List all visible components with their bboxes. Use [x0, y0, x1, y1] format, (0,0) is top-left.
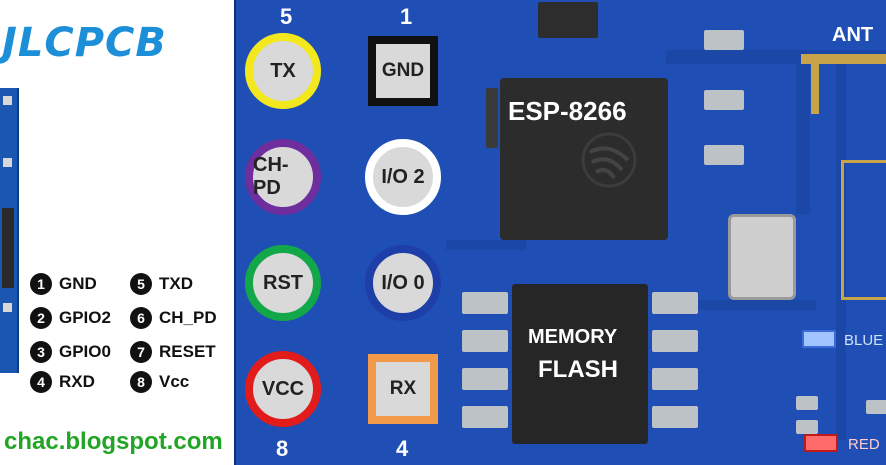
legend-item-6: 6 CH_PD	[130, 307, 217, 329]
pcb-trace	[796, 64, 810, 214]
pin-rx-label: RX	[389, 378, 417, 399]
crystal-oscillator	[728, 214, 796, 300]
flash-pin	[462, 292, 508, 314]
antenna-label: ANT	[832, 24, 874, 46]
legend-item-1: 1 GND	[30, 273, 97, 295]
smd-component	[538, 2, 598, 38]
flash-pin	[462, 330, 508, 352]
pcb-board: ANT ESP-8266 MEMORY FLASH	[234, 0, 886, 465]
legend-label: RXD	[59, 372, 95, 391]
legend-number: 8	[130, 371, 152, 393]
legend-item-8: 8 Vcc	[130, 371, 189, 393]
blog-url: chac.blogspot.com	[4, 428, 223, 455]
flash-memory-chip	[512, 284, 648, 444]
pin-tx: TX	[245, 33, 321, 109]
legend-label: GPIO0	[59, 342, 111, 361]
pin-rst-label: RST	[263, 271, 303, 294]
module-pin	[3, 158, 12, 167]
legend-label: GPIO2	[59, 308, 111, 327]
smd-pad	[866, 400, 886, 414]
legend-number: 2	[30, 307, 52, 329]
pin-tx-label: TX	[270, 59, 296, 82]
smd-pad	[704, 145, 744, 165]
module-pin	[3, 303, 12, 312]
flash-label-line2: FLASH	[538, 356, 618, 383]
pcb-trace	[656, 300, 816, 310]
flash-pin	[652, 368, 698, 390]
legend-item-5: 5 TXD	[130, 273, 193, 295]
antenna-trace	[841, 160, 886, 300]
module-side-chip	[2, 208, 14, 288]
legend-number: 1	[30, 273, 52, 295]
pin-number-vcc: 8	[276, 436, 289, 461]
legend-label: TXD	[159, 274, 193, 293]
flash-label-line1: MEMORY	[528, 326, 618, 348]
brand-logo: JLCPCB	[2, 20, 167, 66]
legend-item-3: 3 GPIO0	[30, 341, 111, 363]
pin-io0-label: I/O 0	[381, 271, 425, 294]
legend-label: GND	[59, 274, 97, 293]
pin-ch-pd: CH-PD	[245, 139, 321, 215]
antenna-trace	[801, 54, 886, 64]
legend-label: RESET	[159, 342, 216, 361]
legend-label: Vcc	[159, 372, 190, 391]
flash-pin	[462, 368, 508, 390]
pin-io2-label: I/O 2	[381, 165, 425, 188]
flash-pin	[462, 406, 508, 428]
pin-number-tx: 5	[280, 4, 293, 29]
espressif-logo-icon	[581, 132, 637, 188]
legend-number: 4	[30, 371, 52, 393]
legend-number: 7	[130, 341, 152, 363]
blue-led	[802, 330, 836, 348]
pin-ch-pd-label: CH-PD	[253, 154, 289, 199]
red-led-label: RED	[848, 436, 880, 453]
pin-vcc-label: VCC	[261, 377, 305, 400]
pin-number-rx: 4	[396, 436, 409, 461]
pin-io2: I/O 2	[365, 139, 441, 215]
pcb-trace	[446, 240, 526, 250]
legend-item-2: 2 GPIO2	[30, 307, 111, 329]
module-pin	[3, 96, 12, 105]
pin-rst: RST	[245, 245, 321, 321]
flash-pin	[652, 406, 698, 428]
smd-pad	[704, 30, 744, 50]
smd-pad	[796, 396, 818, 410]
esp8266-label: ESP-8266	[508, 96, 627, 126]
red-led	[804, 434, 838, 452]
legend-number: 6	[130, 307, 152, 329]
blue-led-label: BLUE	[844, 332, 884, 349]
smd-component	[486, 88, 498, 148]
flash-pin	[652, 292, 698, 314]
smd-pad	[796, 420, 818, 434]
legend-item-7: 7 RESET	[130, 341, 216, 363]
pin-io0: I/O 0	[365, 245, 441, 321]
legend-number: 3	[30, 341, 52, 363]
pin-rx: RX	[368, 354, 438, 424]
pin-vcc: VCC	[245, 351, 321, 427]
pin-gnd-label: GND	[381, 60, 425, 81]
pin-number-gnd: 1	[400, 4, 413, 29]
legend-item-4: 4 RXD	[30, 371, 95, 393]
pin-gnd: GND	[368, 36, 438, 106]
antenna-trace	[811, 64, 819, 114]
legend-number: 5	[130, 273, 152, 295]
smd-pad	[704, 90, 744, 110]
module-side-view	[0, 88, 19, 373]
legend-label: CH_PD	[159, 308, 217, 327]
flash-pin	[652, 330, 698, 352]
